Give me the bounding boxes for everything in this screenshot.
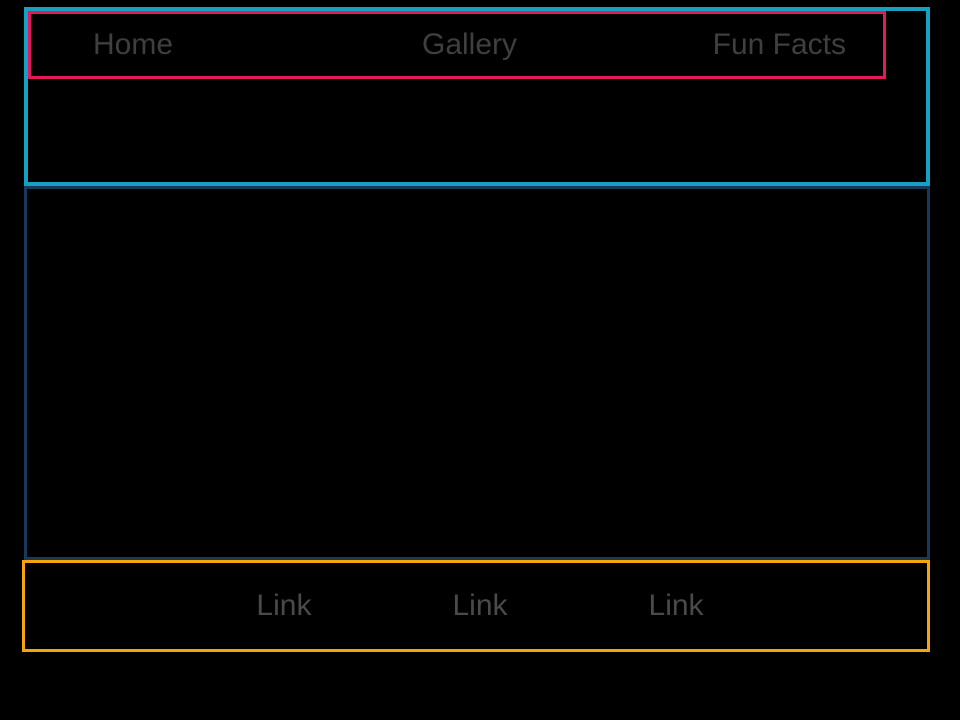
nav-item-home[interactable]: Home [93, 28, 174, 61]
nav-item-fun-facts[interactable]: Fun Facts [712, 28, 846, 61]
footer-link-3[interactable]: Link [648, 589, 704, 622]
nav-item-gallery[interactable]: Gallery [421, 28, 518, 61]
header-section: Home Gallery Fun Facts [24, 7, 930, 186]
main-content-section [24, 186, 930, 560]
footer-link-2[interactable]: Link [452, 589, 508, 622]
footer-section: Link Link Link [22, 560, 930, 652]
navbar: Home Gallery Fun Facts [28, 11, 886, 79]
footer-link-1[interactable]: Link [256, 589, 312, 622]
